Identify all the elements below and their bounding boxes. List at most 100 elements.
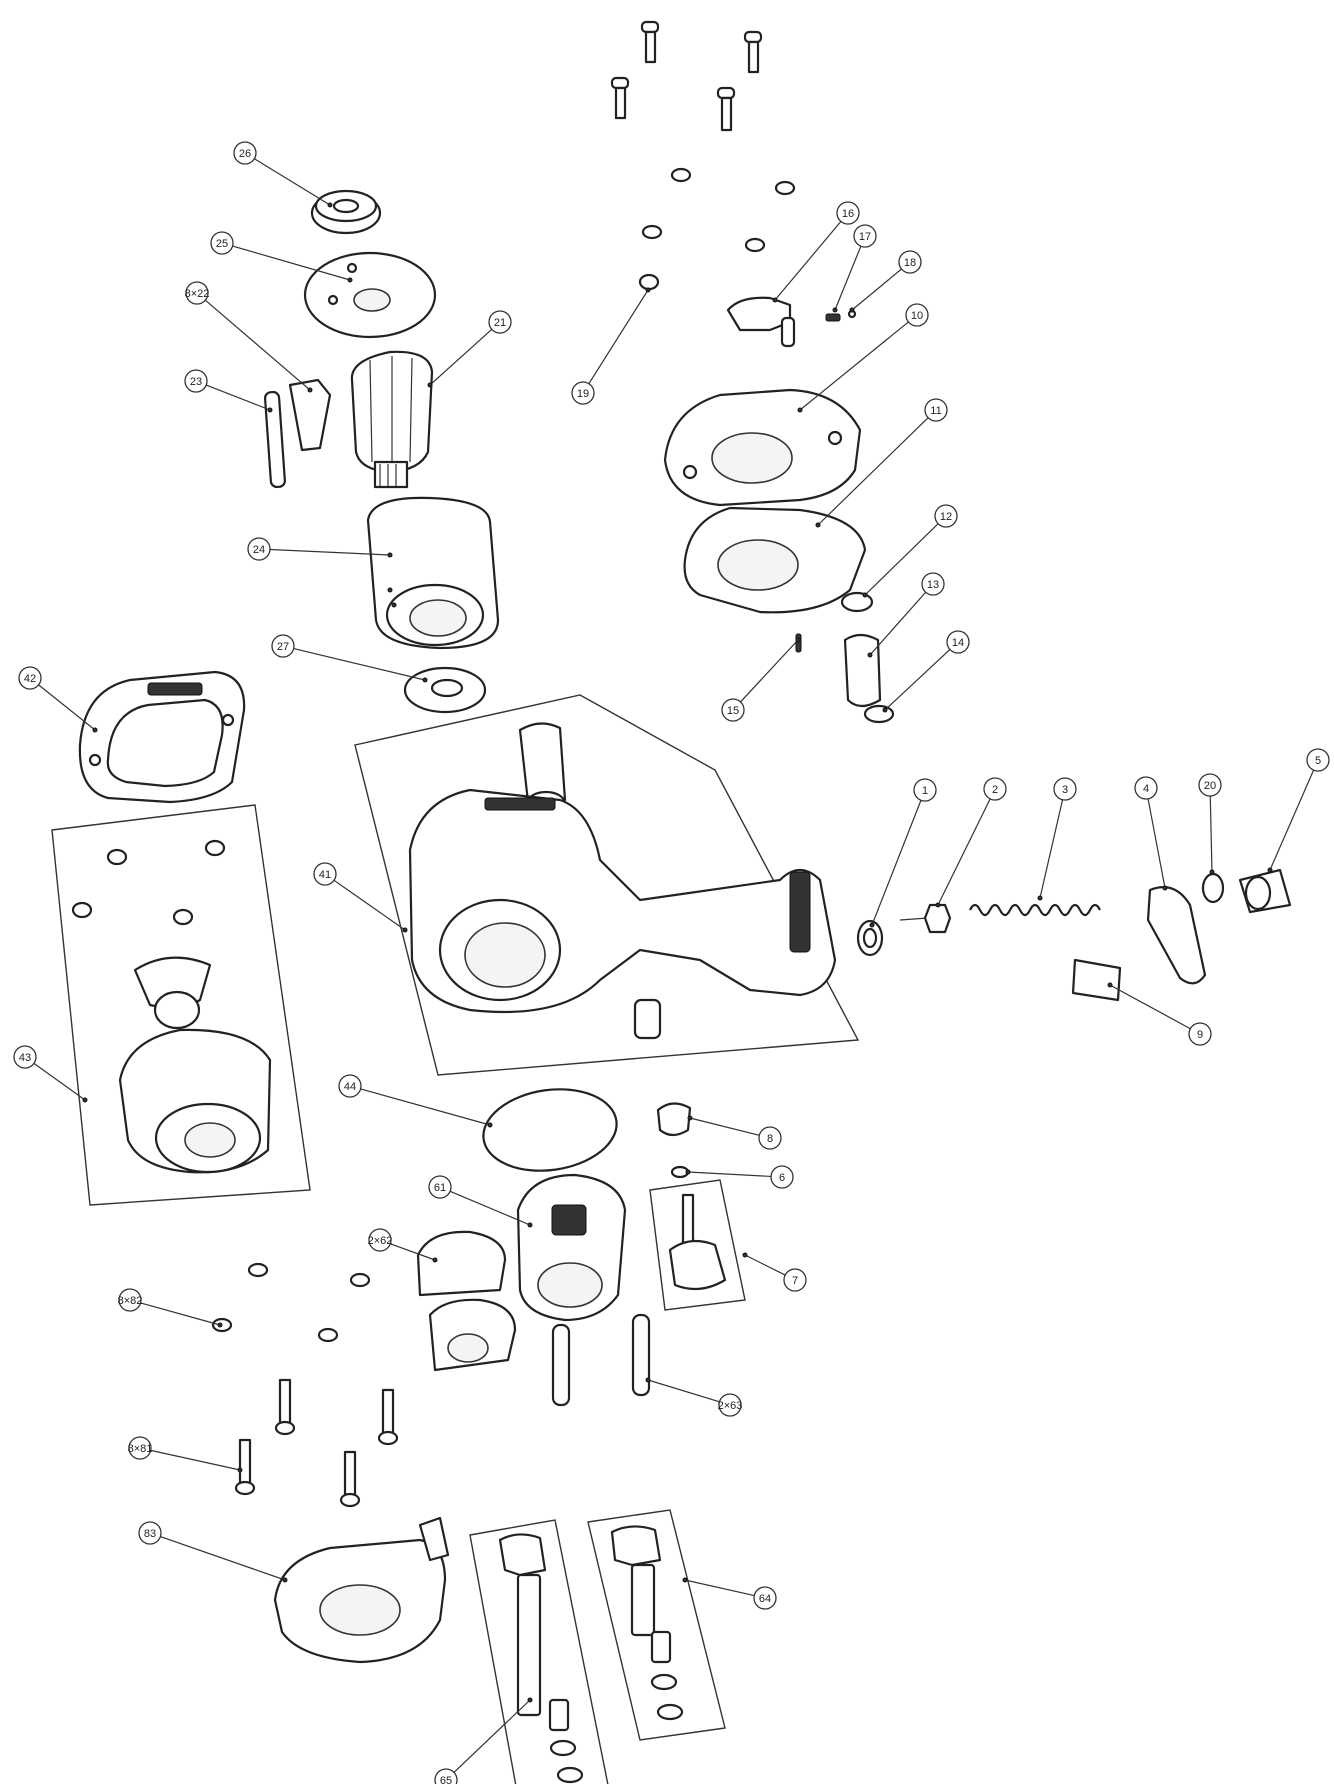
leader-dot-8: [687, 1115, 693, 1121]
callout-label-83: 83: [144, 1528, 156, 1540]
callout-label-2: 2: [992, 784, 998, 796]
callout-bubble-19: [571, 381, 595, 405]
leader-line-21: [429, 328, 493, 386]
leader-dot-43: [82, 1097, 88, 1103]
leader-line-42: [38, 684, 96, 731]
part-64-anvil-short: [587, 1509, 726, 1741]
callout-bubble-2: [983, 777, 1007, 801]
leader-line-23: [206, 384, 271, 411]
callout-label-62: 2×62: [368, 1235, 393, 1247]
leader-line-25: [232, 245, 351, 281]
leader-line-43: [33, 1062, 86, 1101]
leader-dot-25: [347, 277, 353, 283]
leader-dot-42: [92, 727, 98, 733]
leader-dot-19: [645, 287, 651, 293]
callout-label-24: 24: [253, 544, 265, 556]
leader-dot-5: [1267, 867, 1273, 873]
leader-line-16: [774, 221, 842, 301]
leader-dot-21: [427, 382, 433, 388]
leader-line-14: [884, 649, 951, 711]
callout-bubble-14: [946, 630, 970, 654]
callout-label-64: 64: [759, 1593, 771, 1605]
callout-layer: 26258×2223212427424143161718191011121314…: [13, 141, 1330, 1784]
callout-label-14: 14: [952, 637, 964, 649]
leader-line-2: [937, 798, 991, 906]
leader-line-20: [1209, 795, 1213, 873]
leader-dot-10: [797, 407, 803, 413]
part-44-oring: [482, 1088, 618, 1172]
leader-dot-23: [267, 407, 273, 413]
callout-label-6: 6: [779, 1172, 785, 1184]
callout-label-63: 2×63: [718, 1400, 743, 1412]
leader-line-63: [647, 1379, 720, 1403]
callout-label-13: 13: [927, 579, 939, 591]
callout-label-16: 16: [842, 208, 854, 220]
leader-line-6: [687, 1171, 772, 1178]
callout-label-1: 1: [922, 785, 928, 797]
part-14-oring: [863, 704, 895, 724]
callout-bubble-24: [247, 537, 271, 561]
callout-bubble-65: [434, 1768, 458, 1784]
callout-label-20: 20: [1204, 780, 1216, 792]
callout-label-15: 15: [727, 705, 739, 717]
leader-dot-61: [527, 1222, 533, 1228]
callout-bubble-12: [934, 504, 958, 528]
part-1-bushing: [856, 919, 884, 957]
callout-label-5: 5: [1315, 755, 1321, 767]
leader-line-41: [333, 879, 406, 931]
leader-line-1: [871, 800, 922, 926]
callout-bubble-4: [1134, 776, 1158, 800]
callout-bubble-44: [338, 1074, 362, 1098]
callout-bubble-81: [128, 1436, 152, 1460]
callout-bubble-21: [488, 310, 512, 334]
small-washers-top: [638, 167, 796, 291]
callout-label-4: 4: [1143, 783, 1149, 795]
callout-bubble-41: [313, 862, 337, 886]
part-25-end-plate: [303, 251, 437, 339]
part-62-hammers: [416, 1230, 517, 1372]
part-13-valve: [843, 633, 882, 708]
leader-line-10: [799, 321, 909, 411]
anvil-assembly-long: [469, 1519, 609, 1784]
leader-dot-2: [935, 902, 941, 908]
leader-dot-7: [742, 1252, 748, 1258]
part-20-oring: [1201, 872, 1225, 904]
part-17-spring: [825, 313, 841, 322]
callout-bubble-26: [233, 141, 257, 165]
leader-dot-3: [1037, 895, 1043, 901]
leader-line-26: [254, 158, 331, 206]
leader-dot-4: [1162, 885, 1168, 891]
leader-dot-6: [685, 1169, 691, 1175]
callout-bubble-62: [368, 1228, 392, 1252]
leader-dot-64: [682, 1577, 688, 1583]
leader-dot-26: [327, 202, 333, 208]
leader-line-15: [740, 639, 799, 703]
leader-line-61: [449, 1190, 531, 1226]
leader-dot-11: [815, 522, 821, 528]
callout-bubble-15: [721, 698, 745, 722]
part-81-screws: [234, 1378, 399, 1508]
leader-line-13: [869, 591, 927, 656]
leader-dot-14: [882, 707, 888, 713]
leader-dot-24: [387, 552, 393, 558]
callout-bubble-3: [1053, 777, 1077, 801]
screw-part: [640, 20, 660, 64]
callout-label-42: 42: [24, 673, 36, 685]
leader-line-24: [269, 548, 391, 556]
callout-bubble-9: [1188, 1022, 1212, 1046]
callout-label-27: 27: [277, 641, 289, 653]
callout-label-26: 26: [239, 148, 251, 160]
callout-label-81: 8×81: [128, 1443, 153, 1455]
callout-label-82: 8×82: [118, 1295, 143, 1307]
callout-bubble-1: [913, 778, 937, 802]
part-4-reverse-lever: [1146, 886, 1207, 985]
screw-part: [716, 86, 736, 132]
callout-bubble-42: [18, 666, 42, 690]
leader-line-65: [453, 1699, 531, 1773]
part-26-bearing: [310, 189, 382, 235]
callout-label-19: 19: [577, 388, 589, 400]
callout-label-23: 23: [190, 376, 202, 388]
part-43-assembly: [51, 804, 311, 1206]
part-12-oring: [840, 591, 874, 613]
